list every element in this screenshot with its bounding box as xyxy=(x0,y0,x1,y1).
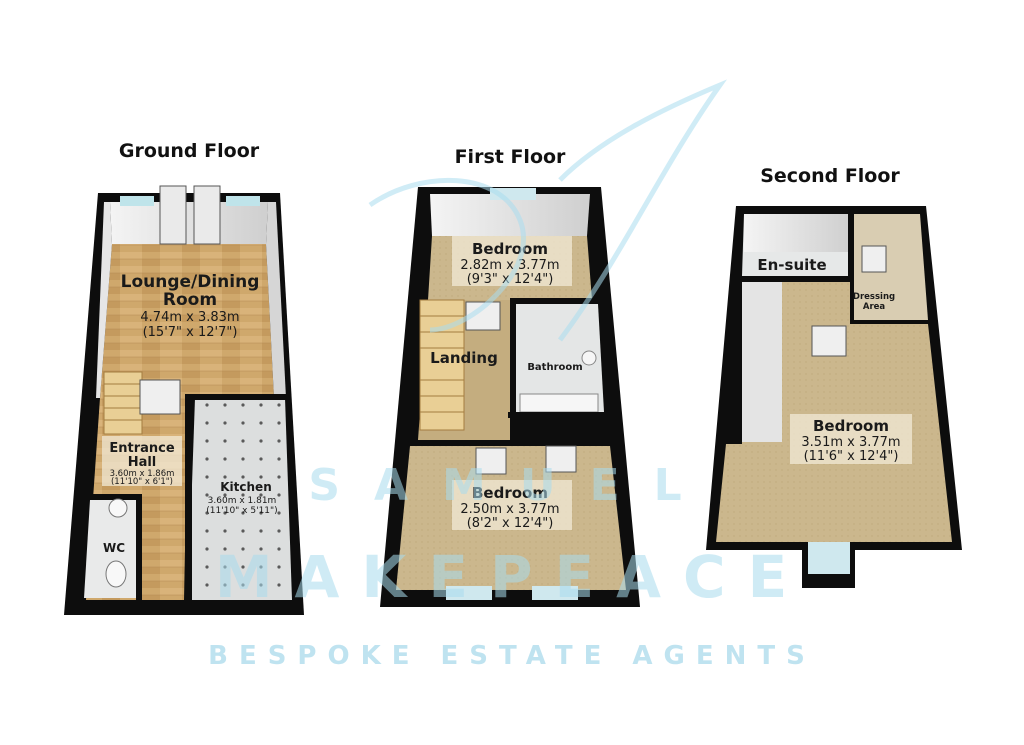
bathroom-top-wall xyxy=(510,298,602,304)
lounge-name-line1: Lounge/Dining xyxy=(121,272,260,292)
hall-metric: 3.60m x 1.86m xyxy=(110,469,175,479)
second-floor: Second Floor En-suite Dressing Area Bedr… xyxy=(706,165,962,588)
ensuite-rear-wall xyxy=(744,214,850,252)
stairs-icon xyxy=(103,371,143,435)
french-door-right-icon xyxy=(193,185,221,245)
front-bedroom-door-icon xyxy=(475,447,507,475)
kitchen-top-wall xyxy=(188,394,288,400)
bathroom-left-wall xyxy=(510,298,516,440)
second-bedroom-name: Bedroom xyxy=(813,417,889,435)
second-wardrobe xyxy=(742,282,782,442)
watermark: SAMUEL MAKEPEACE xyxy=(215,79,809,611)
kitchen-metric: 3.60m x 1.81m xyxy=(208,496,277,506)
bathroom-bottom-wall xyxy=(508,412,608,418)
first-front-bedroom-name: Bedroom xyxy=(472,484,548,502)
first-cupboard-door-icon xyxy=(545,445,577,473)
kitchen-floor xyxy=(188,398,292,600)
kitchen-imperial: (11'10" x 5'11") xyxy=(206,506,277,516)
watermark-line2: MAKEPEACE xyxy=(215,543,809,611)
second-floor-title: Second Floor xyxy=(760,165,900,187)
ground-rear-wall xyxy=(110,202,268,244)
ground-floor: Ground Floor xyxy=(64,140,304,615)
ground-left-wall xyxy=(96,202,112,398)
second-bedroom-door-icon xyxy=(811,325,847,357)
first-front-bedroom-label-bg xyxy=(452,480,572,530)
second-bedroom-imperial: (11'6" x 12'4") xyxy=(804,449,899,464)
kitchen-left-wall xyxy=(185,394,192,604)
ensuite-right-wall xyxy=(848,210,854,330)
hall-name-line2: Hall xyxy=(128,455,157,470)
front-bedroom-top-wall xyxy=(408,440,614,446)
dressing-door-icon xyxy=(861,245,887,273)
lounge-name-line2: Room xyxy=(163,290,217,310)
second-bedroom-metric: 3.51m x 3.77m xyxy=(801,435,900,450)
bathroom-name: Bathroom xyxy=(527,362,582,373)
lounge-imperial: (15'7" x 12'7") xyxy=(143,325,238,340)
second-bedroom-label-bg xyxy=(790,414,912,464)
first-front-window-right xyxy=(532,586,578,600)
wc-name: WC xyxy=(103,541,125,555)
toilet-icon xyxy=(105,560,127,588)
ensuite-name: En-suite xyxy=(757,256,826,274)
first-floor-title: First Floor xyxy=(455,146,566,168)
dressing-area-floor xyxy=(854,214,928,320)
wc-basin-icon xyxy=(108,498,128,518)
second-front-window xyxy=(808,542,850,574)
lounge-metric: 4.74m x 3.83m xyxy=(140,310,239,325)
ensuite-bottom-wall xyxy=(740,276,854,282)
hall-imperial: (11'10" x 6'1") xyxy=(111,477,173,487)
dressing-name-line1: Dressing xyxy=(853,292,895,302)
first-rear-bedroom-metric: 2.82m x 3.77m xyxy=(460,258,559,273)
ground-right-wall xyxy=(266,202,286,398)
landing-name: Landing xyxy=(430,349,498,367)
lounge-floor xyxy=(100,244,274,398)
first-floor: First Floor xyxy=(380,146,640,607)
kitchen-name: Kitchen xyxy=(220,480,272,494)
wc-right-wall xyxy=(136,494,142,600)
watermark-line1: SAMUEL xyxy=(308,460,715,511)
hall-name-line1: Entrance xyxy=(109,441,174,456)
hall-label-bg xyxy=(102,436,182,486)
french-door-left-icon xyxy=(159,185,187,245)
first-front-bedroom-imperial: (8'2" x 12'4") xyxy=(467,516,554,531)
bathroom-floor xyxy=(516,304,604,412)
dressing-name-line2: Area xyxy=(863,302,886,312)
first-rear-wall xyxy=(430,194,590,236)
ground-rear-window-left xyxy=(120,196,154,206)
wc-top-wall xyxy=(84,494,140,500)
hall-door-icon xyxy=(139,379,181,415)
first-front-window-left xyxy=(446,586,492,600)
ground-floor-title: Ground Floor xyxy=(119,140,260,162)
ground-rear-window-right xyxy=(226,196,260,206)
watermark-monogram-icon xyxy=(368,79,728,342)
first-front-bedroom-metric: 2.50m x 3.77m xyxy=(460,502,559,517)
bath-icon xyxy=(519,393,599,413)
bathroom-basin-icon xyxy=(581,350,597,366)
first-rear-bedroom-name: Bedroom xyxy=(472,240,548,258)
watermark-tagline: BESPOKE ESTATE AGENTS xyxy=(208,641,816,671)
